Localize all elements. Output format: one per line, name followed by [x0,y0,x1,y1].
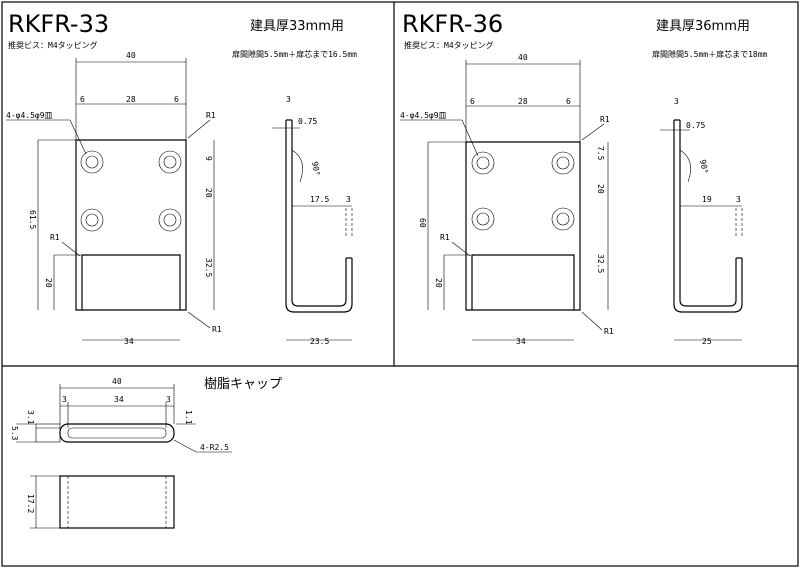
left-door-spec: 建具厚33mm用 [250,19,344,34]
cap-dim-total-width: 40 [112,377,122,386]
right-dim-corner-bottom: R1 [604,327,614,336]
left-side-dim-offset: 0.75 [298,117,317,126]
right-side-dim-end-thickness: 3 [736,195,741,204]
left-dim-holes: 4-φ4.5φ9皿 [6,111,53,120]
left-dim-corner-top: R1 [206,111,216,120]
cap-dim-edge-right: 3 [166,395,171,404]
right-dim-slot-side: 20 [434,278,443,288]
left-dim-height-total: 61.5 [28,210,37,229]
right-dim-total-width: 40 [518,53,528,62]
right-panel: RKFR-36 建具厚36mm用 推奨ビス：M4タッピング 扉間隙間5.5mm＋… [400,10,768,346]
right-dim-height-total: 60 [418,218,427,228]
left-dim-edge-right: 6 [174,95,179,104]
right-side-dim-thickness: 3 [674,97,679,106]
left-dim-hole-span: 28 [126,95,136,104]
right-dim-holes: 4-φ4.5φ9皿 [400,111,447,120]
cap-dim-inner: 34 [114,395,124,404]
cap-front-outline [59,475,175,529]
left-dim-corner-bottom: R1 [212,325,222,334]
left-dim-bottom-width: 34 [124,337,134,346]
right-dim-edge-left: 6 [470,97,475,106]
right-side-dim-bottom-width: 25 [702,337,712,346]
cap-front-view: 17.2 [26,475,175,529]
left-model-title: RKFR-33 [8,10,109,38]
right-side-dim-angle: 90° [698,159,709,175]
right-front-view: 40 6 28 6 4-φ4.5φ9皿 R1 7.5 20 32.5 60 20… [400,53,614,346]
right-side-hook-inner [679,120,737,307]
cap-plan-view: 40 3 34 3 1.1 4-R2.5 [59,377,232,453]
cap-inner [67,427,167,439]
left-dim-slot-height: 32.5 [204,258,213,277]
left-screw-note: 推奨ビス：M4タッピング [8,40,98,50]
cap-dim-top-thickness: 3.1 [26,410,35,425]
left-side-dim-thickness: 3 [286,95,291,104]
left-dim-hole-top: 9 [204,156,213,161]
left-side-dim-end-thickness: 3 [346,195,351,204]
left-side-view: 3 0.75 90° 17.5 3 23.5 [272,95,353,346]
cap-dim-height: 5.3 [10,426,19,441]
right-screw-note: 推奨ビス：M4タッピング [404,40,494,50]
right-door-spec: 建具厚36mm用 [656,19,750,34]
cap-dim-lip: 1.1 [184,410,193,425]
left-dim-edge-left: 6 [80,95,85,104]
right-dim-hole-span: 28 [518,97,528,106]
right-slot-top [472,254,575,310]
left-dim-total-width: 40 [126,51,136,60]
right-dim-bottom-width: 34 [516,337,526,346]
left-holes [80,150,182,232]
right-plate-outline [465,141,581,311]
right-side-hook-outer [673,120,743,313]
left-side-hook-inner [291,120,347,307]
right-dim-corner-top: R1 [600,115,610,124]
right-holes [471,151,575,231]
left-side-dim-angle: 90° [310,161,321,177]
cap-dim-corner: 4-R2.5 [200,443,229,452]
right-gap-note: 扉間隙間5.5mm＋扉芯まで18mm [652,49,768,59]
left-side-hook-outer [285,120,353,313]
right-dim-hole-top: 7.5 [596,146,605,161]
cap-title: 樹脂キャップ [204,377,282,392]
right-dim-edge-right: 6 [566,97,571,106]
right-side-dim-reach: 19 [702,195,712,204]
cap-section: 樹脂キャップ 40 3 34 3 1.1 4-R2.5 3.1 5.3 [10,377,282,529]
right-model-title: RKFR-36 [402,10,503,38]
cap-side-view: 3.1 5.3 [10,410,61,443]
cap-outer [59,423,175,443]
left-panel: RKFR-33 建具厚33mm用 推奨ビス：M4タッピング 扉間隙間5.5mm＋… [6,10,357,346]
left-gap-note: 扉間隙間5.5mm＋扉芯まで16.5mm [232,49,357,59]
left-side-dim-reach: 17.5 [310,195,329,204]
left-plate-outline [75,139,187,311]
right-dim-slot-height: 32.5 [596,254,605,273]
right-side-view: 3 0.75 90° 19 3 25 [660,97,743,346]
cap-side-body [35,423,61,443]
right-dim-hole-span-v: 20 [596,184,605,194]
left-front-view: 40 6 28 6 4-φ4.5φ9皿 R1 9 20 32.5 61.5 20… [6,51,222,346]
left-dim-corner-inner: R1 [50,233,60,242]
right-side-dim-offset: 0.75 [686,121,705,130]
left-slot-top [82,254,181,310]
left-dim-hole-span-v: 20 [204,188,213,198]
left-side-dim-bottom-width: 23.5 [310,337,329,346]
cap-dim-edge-left: 3 [62,395,67,404]
right-dim-corner-inner: R1 [440,233,450,242]
cap-dim-depth: 17.2 [26,494,35,513]
left-dim-slot-side: 20 [44,278,53,288]
